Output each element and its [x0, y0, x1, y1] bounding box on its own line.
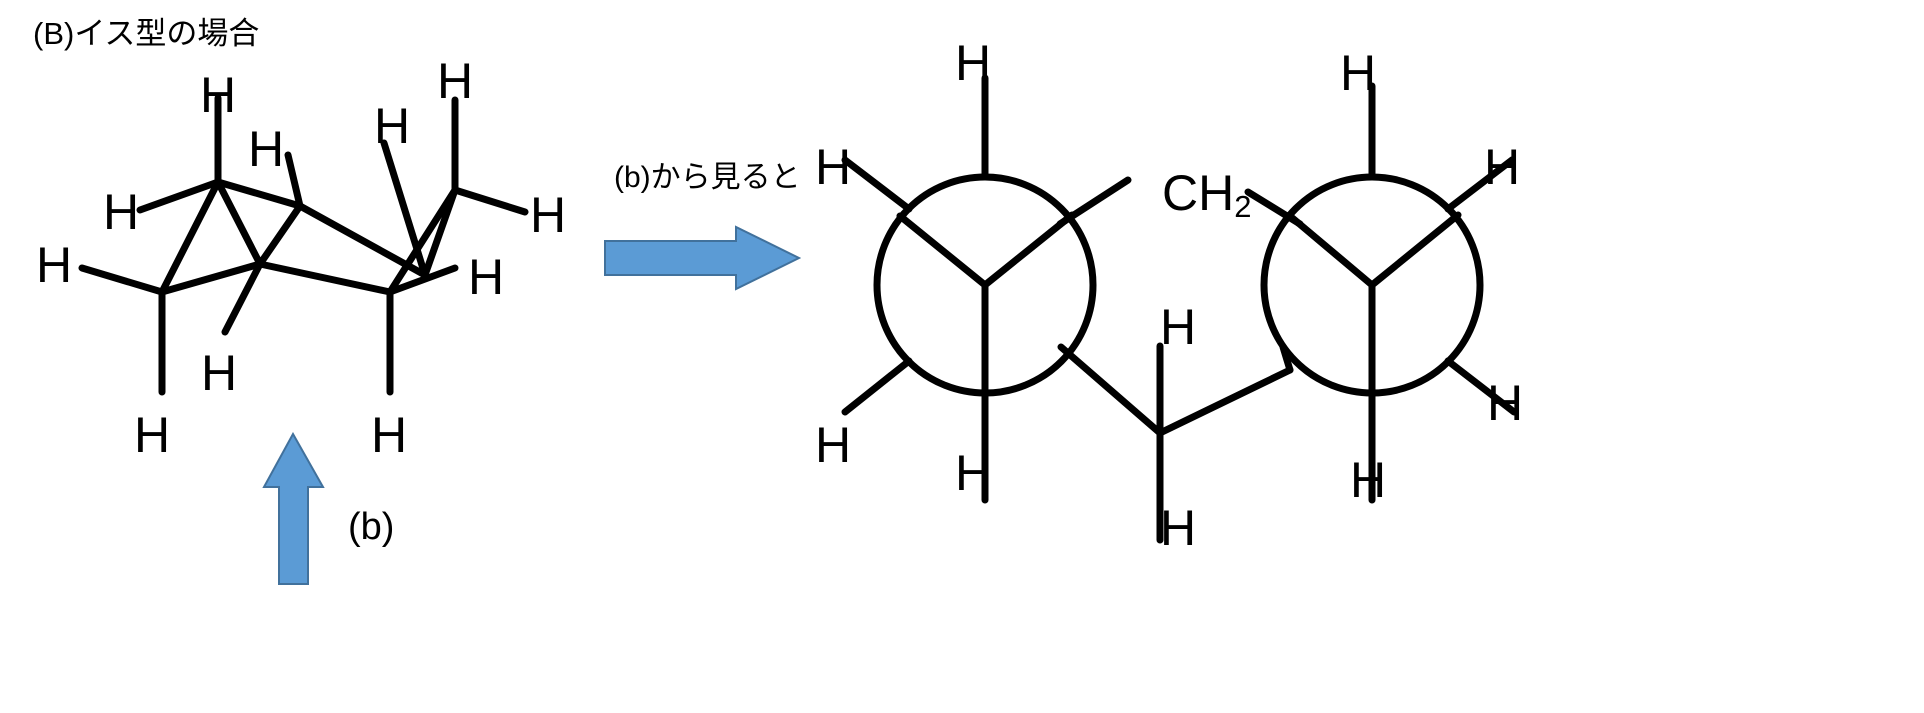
view-transform-arrow — [604, 225, 801, 291]
chair-bond-c5-c6 — [256, 260, 394, 296]
newman-left-h-lower-left: H — [815, 417, 852, 473]
newman-right-h-bottom: H — [1350, 452, 1387, 508]
chair-hbond-inner-right — [380, 139, 429, 279]
chair-h-lower-inner: H — [201, 345, 238, 401]
bridge-ch2-group — [1156, 342, 1294, 544]
newman-right-h-upper-right: H — [1484, 139, 1521, 195]
chair-h-top-right-axial: H — [437, 53, 474, 109]
newman-left-h-top: H — [955, 35, 992, 91]
chair-h-left-equatorial: H — [103, 184, 140, 240]
chair-hydrogen-bonds — [78, 94, 529, 396]
newman-left-back-bond-lower-left — [841, 357, 913, 416]
newman-right-bond-to-ch2 — [1244, 188, 1304, 228]
newman-left-group — [841, 74, 1164, 504]
newman-right-back-bond-lower-right — [1444, 357, 1518, 416]
chair-h-inner-upper: H — [248, 121, 285, 177]
chair-hbond-left-equatorial — [136, 178, 222, 214]
chair-hbond-inner-upper — [284, 151, 304, 210]
newman-right-back-bond-upper-right — [1444, 156, 1516, 213]
newman-right-front-bond-upper-left — [1286, 212, 1376, 289]
newman-left-h-upper-left: H — [815, 139, 852, 195]
arrow-right-shape — [604, 225, 801, 291]
bridge-ch2-subscript: 2 — [1234, 188, 1252, 224]
chair-h-far-left-equatorial: H — [36, 237, 73, 293]
chair-h-bottom-left-axial: H — [134, 407, 171, 463]
chair-h-bottom-right-axial: H — [371, 407, 408, 463]
chair-bond-c1-c2 — [214, 178, 304, 210]
chair-h-inner-right: H — [374, 98, 411, 154]
chair-hbond-lower-inner — [221, 260, 264, 336]
newman-right-h-lower-right: H — [1487, 375, 1524, 431]
chair-hbond-mid-right-equatorial — [386, 264, 459, 296]
newman-right-group — [1244, 82, 1518, 504]
viewpoint-arrow — [262, 432, 325, 585]
page-title: (B)イス型の場合 — [33, 16, 260, 51]
chair-h-right-equatorial: H — [530, 187, 567, 243]
view-note-label: (b)から見ると — [614, 161, 801, 194]
viewpoint-label: (b) — [348, 506, 395, 548]
chair-h-top-left-axial: H — [200, 67, 237, 123]
newman-right-bond-to-bridge-ch2 — [1279, 343, 1294, 374]
newman-left-front-bond-upper-right — [981, 211, 1076, 289]
chair-h-mid-right-equatorial: H — [468, 249, 505, 305]
chair-bond-c6-c7 — [158, 260, 264, 296]
bridge-ch2-top-label: CH2 — [1162, 165, 1251, 222]
newman-right-front-bond-upper-right — [1368, 211, 1462, 289]
arrow-up-shape — [262, 432, 325, 585]
bridge-h-lower: H — [1160, 500, 1197, 556]
chair-bond-c2-c6 — [256, 202, 304, 268]
newman-right-h-top: H — [1340, 45, 1377, 101]
chair-bond-c4-c5 — [386, 186, 459, 296]
chair-hbond-far-left-equatorial — [78, 264, 166, 296]
chair-bond-c7-c1 — [158, 178, 222, 296]
chair-ring-bonds — [158, 178, 459, 296]
newman-left-bond-to-ch2 — [1056, 176, 1132, 228]
newman-left-bond-to-bridge-ch2 — [1057, 343, 1164, 437]
chair-bond-c1-c6 — [214, 178, 264, 268]
bridge-h-upper: H — [1160, 299, 1197, 355]
bridge-ch2-symbol: CH — [1162, 165, 1235, 221]
newman-left-back-bond-upper-left — [841, 156, 913, 213]
bridge-bond-right — [1156, 366, 1294, 437]
newman-left-h-bottom: H — [955, 445, 992, 501]
newman-left-front-bond-upper-left — [896, 212, 989, 289]
chair-hbond-right-equatorial — [451, 186, 529, 216]
